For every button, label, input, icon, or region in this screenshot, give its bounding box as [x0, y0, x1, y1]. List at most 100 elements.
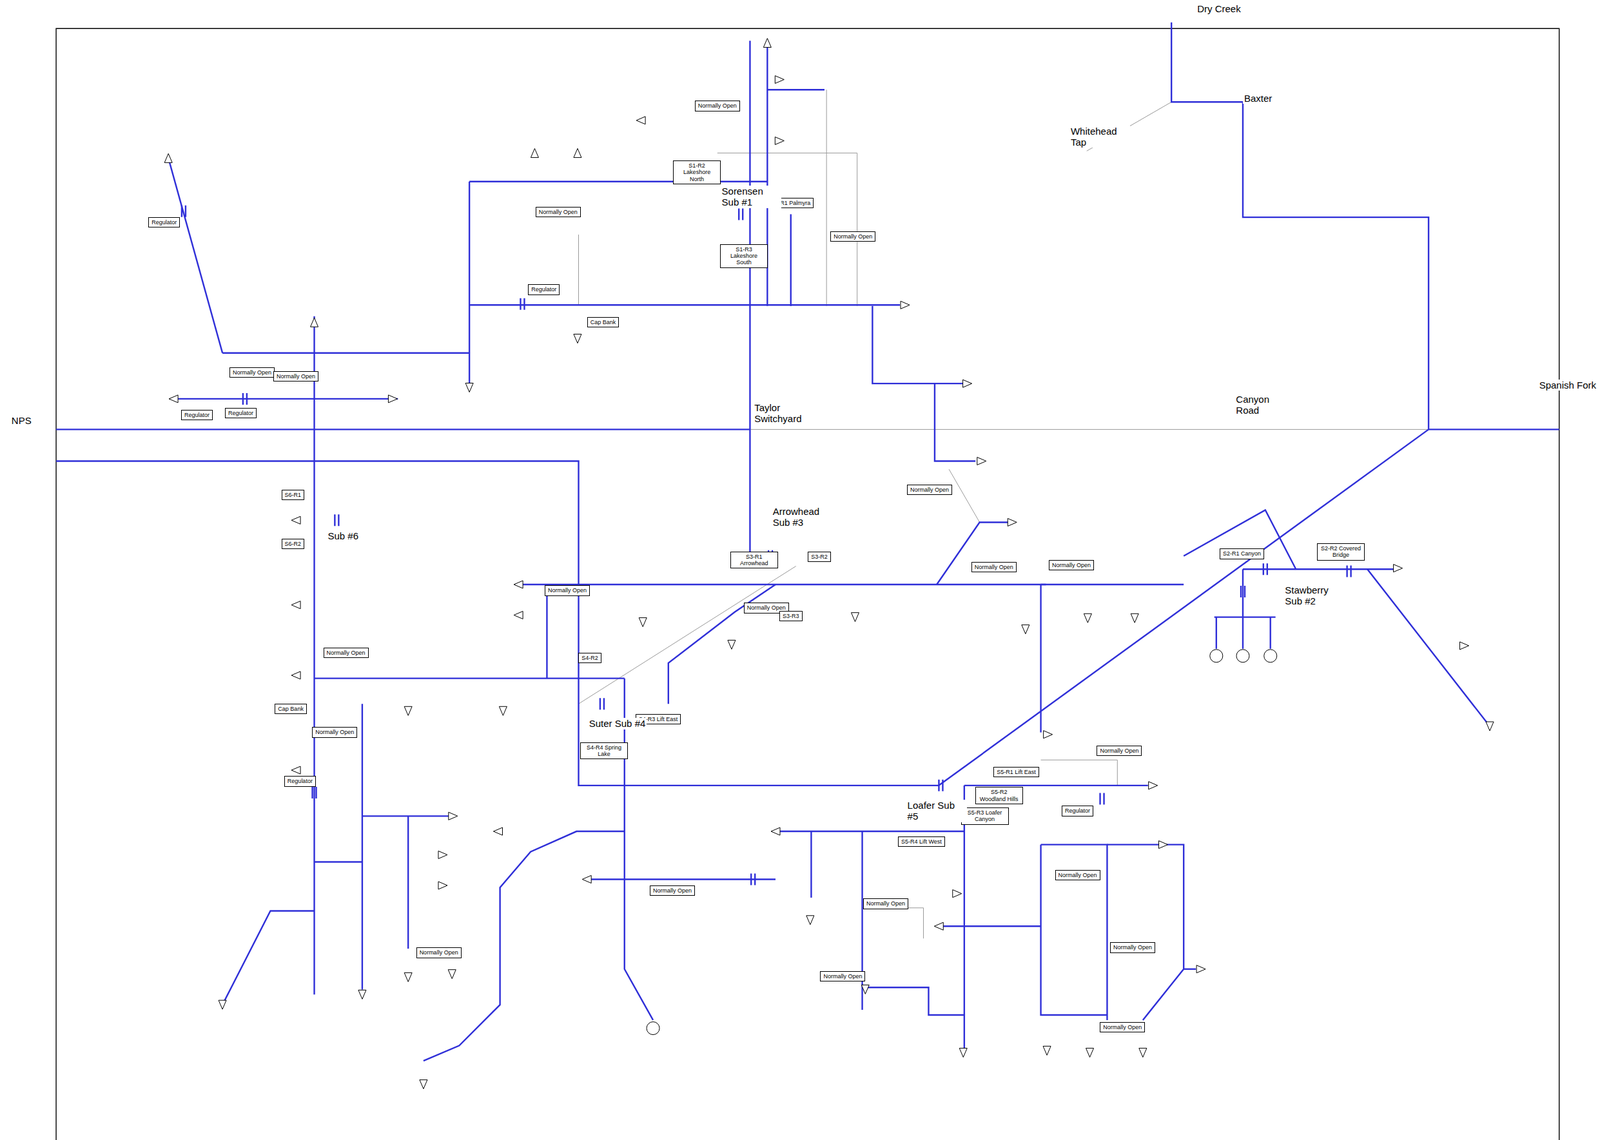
tag-text: Regulator — [184, 411, 210, 419]
feeder-line — [872, 306, 964, 384]
feeder-line — [468, 181, 470, 389]
tag-text: S2-R2 Covered Bridge — [1320, 545, 1362, 559]
load-triangle — [977, 457, 987, 465]
station-name: Taylor Switchyard — [752, 402, 814, 425]
device-tag: Normally Open — [819, 971, 866, 982]
feeder-line — [314, 677, 625, 679]
station-name: Spanish Fork — [1538, 379, 1598, 391]
generator-symbol — [1236, 649, 1250, 663]
tag-text: Normally Open — [547, 587, 587, 594]
device-tag: S6-R2 — [281, 538, 305, 550]
feeder-line — [1041, 845, 1108, 1021]
load-triangle — [448, 812, 458, 820]
breaker-symbols — [181, 205, 1352, 886]
device-tag: Normally Open — [273, 371, 319, 382]
load-triangle — [358, 990, 367, 1000]
breaker-symbol — [334, 514, 339, 527]
load-triangle — [573, 334, 582, 344]
load-triangle — [1043, 731, 1053, 739]
tag-text: S5-R2 Woodland Hills — [978, 789, 1020, 803]
load-triangle — [291, 601, 301, 610]
feeder-line — [1242, 569, 1244, 617]
load-triangle — [1393, 564, 1403, 573]
device-tag: S1-R2 Lakeshore North — [673, 160, 721, 185]
feeder-line — [938, 429, 1429, 786]
tag-text: Regulator — [531, 286, 557, 293]
load-triangle — [513, 580, 523, 589]
load-triangle — [218, 1000, 227, 1010]
load-triangle — [513, 611, 523, 619]
load-triangle — [438, 850, 448, 859]
tag-text: Normally Open — [1058, 872, 1098, 879]
feeder-line — [56, 460, 939, 786]
device-tag: Normally Open — [544, 585, 590, 596]
device-tag: S5-R4 Lift West — [897, 836, 946, 848]
feeder-line — [1214, 616, 1276, 618]
load-triangle — [448, 970, 456, 980]
tag-text: Regulator — [228, 409, 254, 417]
device-tag: Regulator — [284, 776, 316, 787]
device-tag: Regulator — [527, 284, 560, 295]
station-name: Sorensen Sub #1 — [720, 185, 782, 209]
load-triangle — [1459, 642, 1469, 650]
device-tag: S3-R2 — [807, 551, 831, 563]
feeder-line — [963, 785, 966, 1052]
station-name: Suter Sub #4 — [587, 718, 648, 730]
device-tag: Normally Open — [416, 947, 462, 958]
tag-text: Normally Open — [315, 729, 354, 736]
feeder-line — [469, 304, 900, 306]
load-triangle — [1086, 1048, 1094, 1058]
station-name: Stawberry Sub #2 — [1283, 584, 1345, 608]
load-triangle — [1130, 613, 1139, 623]
tie-line — [862, 908, 924, 939]
device-tag: S6-R1 — [281, 489, 305, 501]
feeder-line — [586, 878, 776, 880]
device-tag: Normally Open — [907, 484, 953, 496]
breaker-symbol — [738, 208, 743, 220]
station-name: Canyon Road — [1234, 393, 1296, 417]
feeder-line — [936, 522, 1009, 585]
load-triangle — [291, 516, 301, 525]
load-triangle — [1139, 1048, 1147, 1058]
tag-text: Normally Open — [698, 102, 737, 109]
feeder-line — [362, 815, 450, 817]
feeder-line — [407, 816, 409, 949]
breaker-symbol — [1240, 585, 1245, 598]
tag-text: Normally Open — [232, 369, 272, 376]
load-symbols — [164, 38, 1494, 1089]
feeder-line — [1041, 845, 1108, 1016]
tag-text: Normally Open — [1052, 562, 1091, 569]
load-triangle — [404, 706, 412, 716]
breaker-symbol — [243, 393, 247, 405]
load-triangle — [498, 706, 507, 716]
load-triangle — [774, 75, 784, 84]
tag-text: Cap Bank — [277, 705, 304, 713]
load-triangle — [1196, 965, 1206, 974]
tag-text: Normally Open — [1113, 944, 1152, 951]
device-tag: Normally Open — [312, 727, 358, 738]
feeder-line — [1183, 968, 1196, 971]
device-tag: Regulator — [1061, 805, 1094, 817]
load-triangle — [404, 972, 412, 982]
load-triangle — [164, 153, 173, 163]
frame-line — [56, 28, 1560, 1140]
station-name: NPS — [10, 415, 33, 427]
feeder-line — [222, 911, 314, 1006]
device-tag: S2-R1 Canyon — [1219, 548, 1265, 559]
feeder-line — [934, 383, 976, 461]
load-triangle — [850, 613, 859, 623]
device-tag: Cap Bank — [587, 317, 620, 328]
device-tag: S4-R4 Spring Lake — [580, 742, 628, 761]
load-triangle — [638, 618, 647, 628]
tag-text: S6-R2 — [284, 540, 302, 548]
load-triangle — [291, 766, 301, 775]
tie-line — [578, 234, 579, 305]
feeder-line — [56, 428, 750, 430]
load-triangle — [573, 148, 582, 158]
tag-text: Cap Bank — [590, 319, 617, 326]
feeder-line — [1367, 568, 1394, 570]
tie-line — [948, 469, 980, 523]
feeder-line — [1041, 584, 1185, 586]
device-tag: Normally Open — [535, 206, 581, 218]
tag-text: S5-R4 Lift West — [901, 838, 942, 846]
